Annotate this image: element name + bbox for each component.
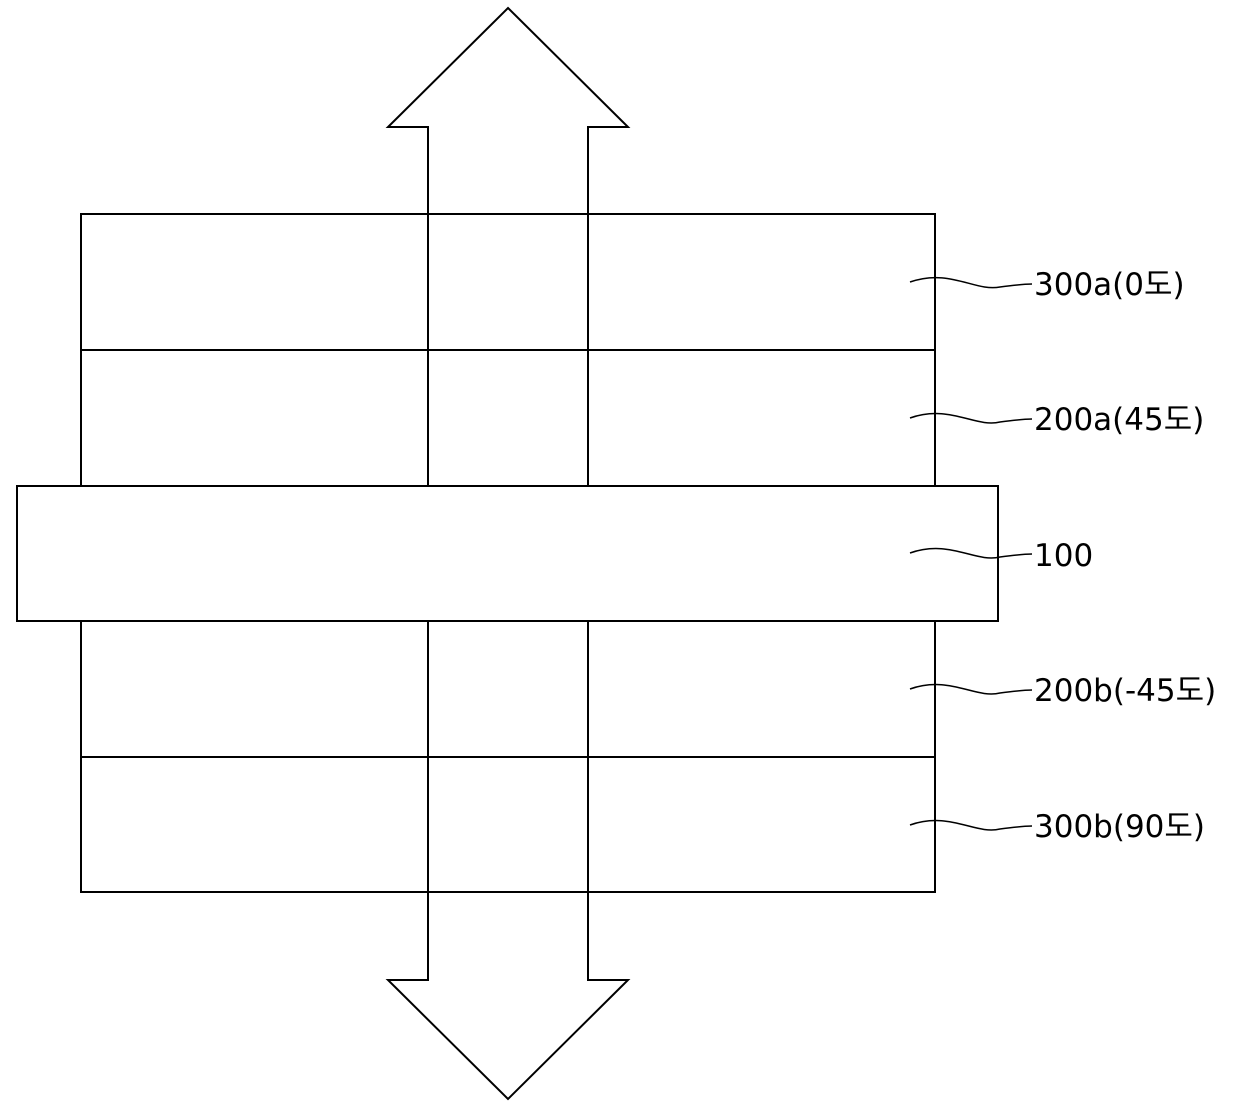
label-200b: 200b(-45도) bbox=[1034, 673, 1216, 709]
layer-300b bbox=[81, 757, 935, 892]
label-300b: 300b(90도) bbox=[1034, 809, 1205, 845]
layer-200a bbox=[81, 350, 935, 486]
label-300a: 300a(0도) bbox=[1034, 267, 1185, 303]
arrow-up-head bbox=[388, 8, 628, 214]
layer-100 bbox=[17, 486, 998, 621]
layer-300a bbox=[81, 214, 935, 350]
arrow-down-head bbox=[388, 892, 628, 1099]
layer-200b bbox=[81, 621, 935, 757]
label-200a: 200a(45도) bbox=[1034, 402, 1204, 438]
label-100: 100 bbox=[1034, 538, 1093, 574]
